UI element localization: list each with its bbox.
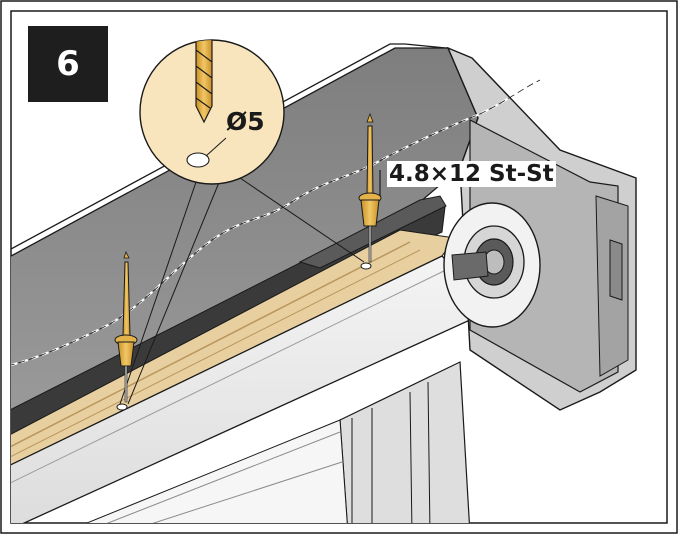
screen-panel-line [106, 431, 343, 523]
guide-rail-inner [351, 381, 431, 523]
rivet-spec-label: 4.8×12 St-St [387, 161, 556, 187]
brass-strip-line-2 [11, 249, 421, 458]
rivet-icon [358, 112, 382, 263]
rail-lip [298, 195, 447, 269]
magnified-hole [186, 152, 210, 168]
housing-front-edge [11, 267, 451, 484]
drill-bit-icon [195, 40, 213, 124]
drill-hole [116, 403, 128, 411]
leader-line [119, 177, 365, 405]
end-cap-slot [609, 239, 623, 301]
screen-panel [85, 419, 348, 523]
axle [451, 251, 489, 281]
rivet-icon [114, 250, 138, 403]
cut-line-shadow [11, 79, 541, 366]
drill-hole [360, 262, 372, 270]
brass-strip-line [11, 241, 411, 448]
drill-diameter-label: Ø5 [226, 107, 265, 136]
dimension-pointer [205, 137, 227, 157]
step-number-badge: 6 [28, 26, 108, 102]
